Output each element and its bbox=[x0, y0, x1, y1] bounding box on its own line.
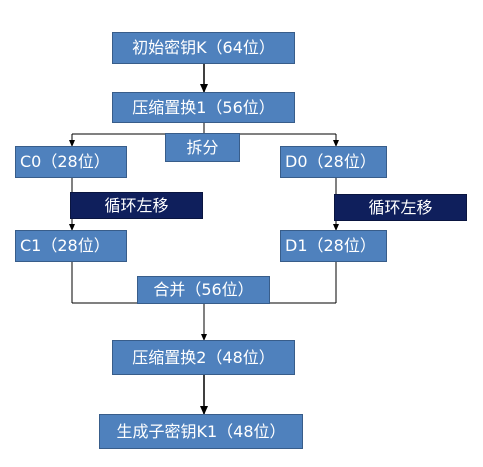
node-pc2: 压缩置换2（48位） bbox=[112, 340, 295, 375]
node-merge: 合并（56位） bbox=[137, 276, 270, 304]
node-left-shift-c: 循环左移 bbox=[70, 192, 203, 219]
node-pc1: 压缩置换1（56位） bbox=[112, 92, 295, 123]
node-d0: D0（28位） bbox=[280, 146, 387, 178]
node-split: 拆分 bbox=[165, 133, 240, 162]
node-left-shift-d: 循环左移 bbox=[334, 194, 467, 221]
node-c0: C0（28位） bbox=[15, 146, 127, 178]
node-initial-key: 初始密钥K（64位） bbox=[112, 32, 295, 64]
node-c1: C1（28位） bbox=[15, 230, 127, 262]
node-subkey: 生成子密钥K1（48位） bbox=[99, 414, 303, 449]
node-d1: D1（28位） bbox=[280, 230, 387, 262]
